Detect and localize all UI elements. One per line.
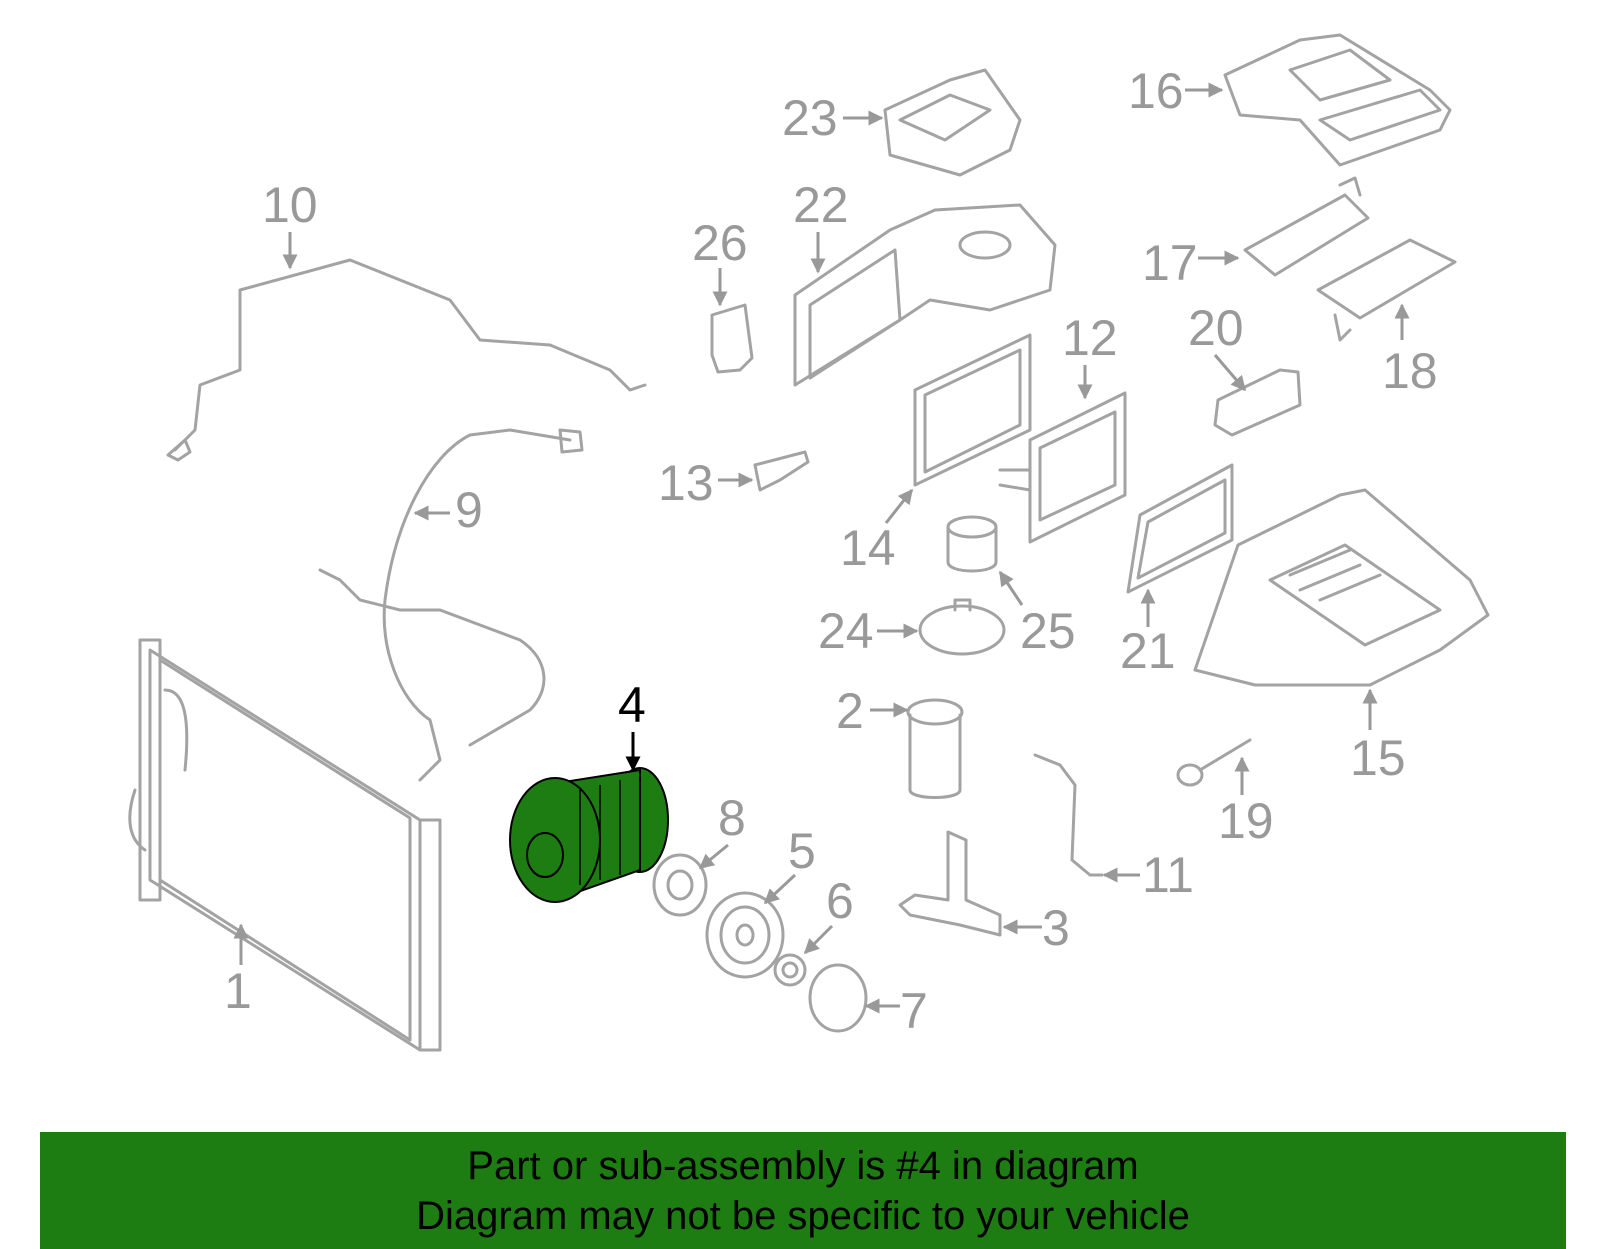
label-9: 9 xyxy=(455,482,483,538)
label-14: 14 xyxy=(840,520,896,576)
label-7: 7 xyxy=(900,983,928,1039)
part-5-pulley[interactable] xyxy=(705,891,785,979)
leader-6 xyxy=(803,924,834,955)
leader-25 xyxy=(998,570,1024,606)
part-3-bracket[interactable] xyxy=(898,830,1002,937)
leader-5 xyxy=(763,873,797,905)
part-14-filter[interactable] xyxy=(913,333,1032,487)
label-11: 11 xyxy=(1142,847,1194,903)
part-18-panel[interactable] xyxy=(1316,238,1457,342)
label-18: 18 xyxy=(1382,343,1438,399)
label-15: 15 xyxy=(1350,730,1406,786)
part-11-pipe[interactable] xyxy=(1033,753,1104,877)
part-13-clip[interactable] xyxy=(753,450,810,492)
label-13: 13 xyxy=(658,455,714,511)
label-24: 24 xyxy=(818,603,874,659)
part-4-compressor[interactable] xyxy=(509,767,669,903)
label-26: 26 xyxy=(692,215,748,271)
label-4: 4 xyxy=(618,677,646,733)
part-7-o-ring[interactable] xyxy=(808,963,868,1033)
part-2-drier[interactable] xyxy=(906,698,964,799)
part-20-actuator[interactable] xyxy=(1213,368,1302,437)
leader-8 xyxy=(698,843,729,870)
label-25: 25 xyxy=(1020,603,1076,659)
part-19-sensor[interactable] xyxy=(1176,738,1252,787)
part-1-condenser[interactable] xyxy=(128,638,442,1052)
part-10-line[interactable] xyxy=(173,258,647,452)
label-3: 3 xyxy=(1042,900,1070,956)
label-1: 1 xyxy=(224,963,252,1019)
part-17-filter-cover[interactable] xyxy=(1243,176,1370,277)
label-2: 2 xyxy=(836,683,864,739)
part-22-blower-housing[interactable] xyxy=(793,203,1057,387)
part-8-bearing[interactable] xyxy=(652,853,708,917)
label-17: 17 xyxy=(1142,235,1198,291)
label-20: 20 xyxy=(1188,300,1244,356)
part-12-evaporator[interactable] xyxy=(998,391,1127,544)
part-21-seal-frame[interactable] xyxy=(1126,463,1234,594)
label-21: 21 xyxy=(1120,623,1176,679)
part-16-upper-case[interactable] xyxy=(1223,33,1452,167)
leader-14 xyxy=(884,488,914,524)
part-23-duct[interactable] xyxy=(883,68,1022,177)
label-5: 5 xyxy=(788,823,816,879)
label-12: 12 xyxy=(1062,310,1118,366)
leader-20 xyxy=(1213,354,1247,392)
banner-line-part: Part or sub-assembly is #4 in diagram xyxy=(467,1143,1139,1188)
part-6-seal[interactable] xyxy=(773,953,807,987)
label-22: 22 xyxy=(793,177,849,233)
part-9-hose[interactable] xyxy=(382,428,572,782)
label-23: 23 xyxy=(782,90,838,146)
part-25-blower-wheel[interactable] xyxy=(946,515,998,573)
label-16: 16 xyxy=(1128,63,1184,119)
label-19: 19 xyxy=(1218,793,1274,849)
part-15-heater-case[interactable] xyxy=(1193,488,1490,687)
parts-diagram: 1 10 9 4 8 5 6 7 xyxy=(128,33,1490,1052)
info-banner: Part or sub-assembly is #4 in diagram Di… xyxy=(40,1132,1566,1249)
banner-line-disclaimer: Diagram may not be specific to your vehi… xyxy=(416,1193,1190,1238)
part-26-resistor[interactable] xyxy=(710,303,754,374)
label-10: 10 xyxy=(262,177,318,233)
label-6: 6 xyxy=(826,873,854,929)
part-24-blower-motor[interactable] xyxy=(918,598,1006,656)
label-8: 8 xyxy=(718,790,746,846)
